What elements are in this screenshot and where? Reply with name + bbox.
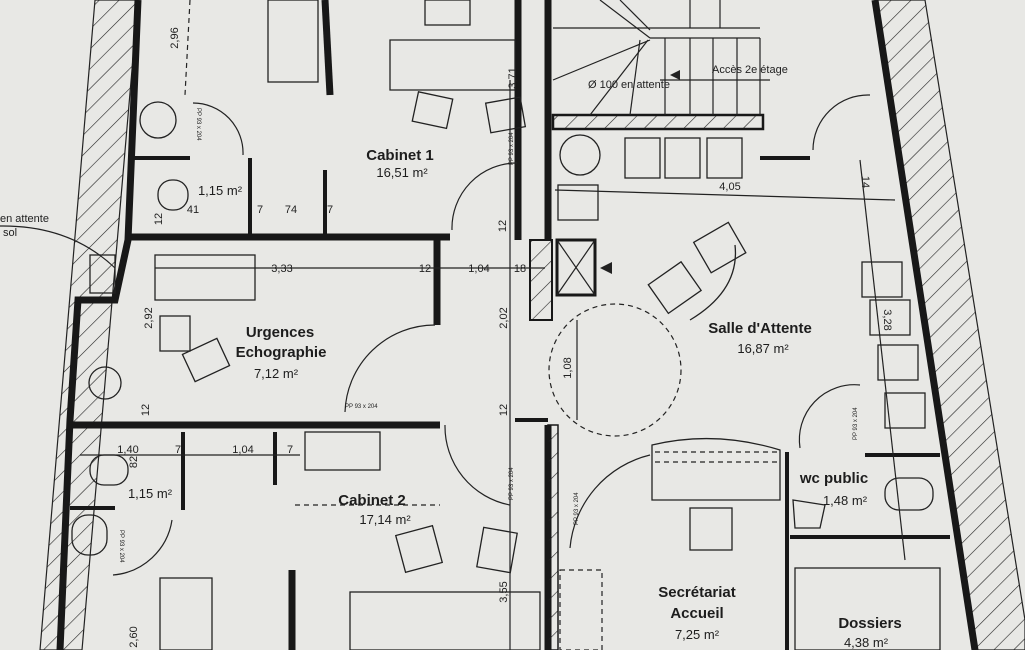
room-name: Cabinet 2 bbox=[338, 492, 406, 509]
dimension-label: 18 bbox=[514, 263, 526, 275]
dimension-line bbox=[554, 189, 896, 201]
dimension-label: 7 bbox=[327, 204, 333, 216]
small-room-area: 1,15 m² bbox=[198, 183, 243, 198]
door-labels: PP 93 x 204 PP 93 x 204 PP 93 x 204 PP 9… bbox=[118, 108, 859, 563]
arrow-icon bbox=[600, 262, 612, 274]
dimension-label: 7 bbox=[175, 444, 181, 456]
dimension-label: 1,40 bbox=[117, 444, 138, 456]
dimension-label: 41 bbox=[187, 204, 199, 216]
room-area: 7,25 m² bbox=[675, 627, 720, 642]
room-name: Salle d'Attente bbox=[708, 320, 812, 337]
dimension-label: 4,05 bbox=[719, 181, 740, 193]
door-label: PP 93 x 204 bbox=[195, 108, 201, 141]
door-label: PP 93 x 204 bbox=[118, 530, 124, 563]
dimension-label: 1,08 bbox=[562, 357, 574, 378]
room-area: 16,51 m² bbox=[376, 165, 428, 180]
room-area: 7,12 m² bbox=[254, 366, 299, 381]
dimension-label: 2,02 bbox=[498, 307, 510, 328]
dimension-label: 2,92 bbox=[143, 307, 155, 328]
room-area: 4,38 m² bbox=[844, 635, 889, 650]
door-swings bbox=[112, 94, 871, 576]
dimension-labels: 2,96 3,71 4,05 14 3,33 12 1,04 18 2,92 2… bbox=[117, 27, 893, 647]
dimension-label: 7 bbox=[287, 444, 293, 456]
room-name: Secrétariat bbox=[658, 584, 736, 601]
dimension-label: 3,33 bbox=[271, 263, 292, 275]
staircase bbox=[552, 0, 770, 116]
dimension-label: 3,55 bbox=[498, 581, 510, 602]
dimension-label: 7 bbox=[257, 204, 263, 216]
attente-note: sol bbox=[3, 227, 17, 239]
leader-line bbox=[0, 225, 116, 269]
pipe-note: Ø 100 en attente bbox=[588, 79, 670, 91]
dimension-label: 2,60 bbox=[128, 626, 140, 647]
dashed-line bbox=[184, 0, 191, 96]
room-name: Echographie bbox=[236, 344, 327, 361]
dimension-label: 14 bbox=[859, 176, 871, 188]
small-room-area: 1,15 m² bbox=[128, 486, 173, 501]
dimension-label: 2,96 bbox=[169, 27, 181, 48]
room-name: Cabinet 1 bbox=[366, 147, 434, 164]
dimension-label: 12 bbox=[153, 213, 165, 225]
door-label: PP 93 x 204 bbox=[509, 467, 515, 500]
dimension-label: 12 bbox=[498, 404, 510, 416]
door-label: PP 93 x 204 bbox=[509, 132, 515, 165]
dimension-label: 12 bbox=[497, 220, 509, 232]
room-name: Accueil bbox=[670, 605, 723, 622]
left-wall-line bbox=[56, 0, 142, 650]
dimension-label: 1,04 bbox=[232, 444, 253, 456]
room-name: wc public bbox=[799, 470, 868, 487]
right-wall-line bbox=[871, 0, 979, 650]
dimension-label: 3,71 bbox=[507, 67, 519, 88]
dimension-label: 3,28 bbox=[881, 309, 893, 330]
room-area: 17,14 m² bbox=[359, 512, 411, 527]
stairs-note: Accès 2e étage bbox=[712, 64, 788, 76]
door-label: PP 93 x 204 bbox=[574, 492, 580, 525]
room-name: Urgences bbox=[246, 324, 314, 341]
furniture bbox=[71, 0, 941, 650]
room-area: 1,48 m² bbox=[823, 493, 868, 508]
dimension-label: 12 bbox=[419, 263, 431, 275]
interior-walls bbox=[70, 0, 950, 650]
door-label: PP 93 x 204 bbox=[345, 404, 378, 410]
room-area: 16,87 m² bbox=[737, 341, 789, 356]
attente-note: en attente bbox=[0, 213, 49, 225]
dimension-line bbox=[859, 159, 906, 561]
dimension-label: 12 bbox=[140, 404, 152, 416]
room-name: Dossiers bbox=[838, 615, 901, 632]
dimension-label: 74 bbox=[285, 204, 297, 216]
dimension-label: 1,04 bbox=[468, 263, 489, 275]
dimension-label: 82 bbox=[128, 456, 140, 468]
door-label: PP 93 x 204 bbox=[853, 407, 859, 440]
wheelchair-turning-circle bbox=[548, 303, 682, 437]
